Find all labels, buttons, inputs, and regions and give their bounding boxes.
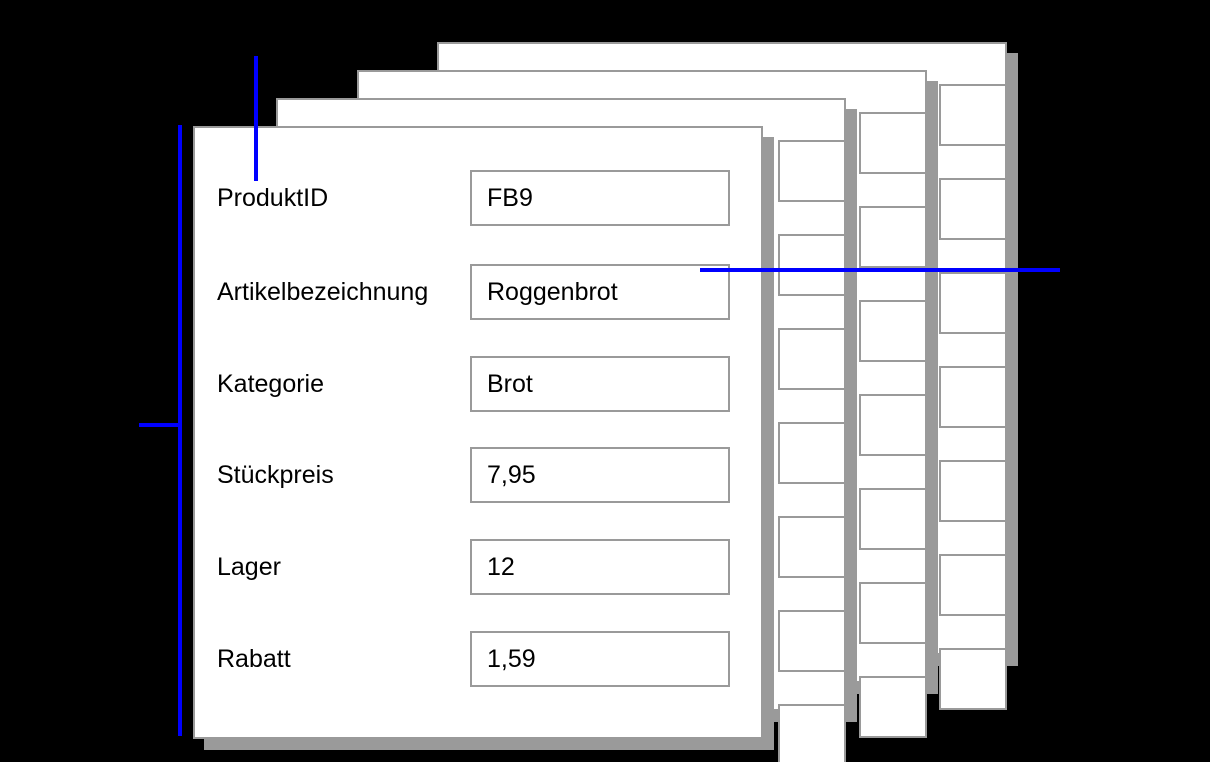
ghost-field-box xyxy=(778,140,846,202)
ghost-field-box xyxy=(939,460,1007,522)
field-input-artikelbezeichnung[interactable]: Roggenbrot xyxy=(470,264,730,320)
field-value-stueckpreis: 7,95 xyxy=(487,460,536,489)
record-form: ProduktID FB9 Artikelbezeichnung Roggenb… xyxy=(195,128,761,737)
ghost-field-box xyxy=(778,234,846,296)
ghost-field-box xyxy=(939,366,1007,428)
field-input-lager[interactable]: 12 xyxy=(470,539,730,595)
form-row-produktid: ProduktID FB9 xyxy=(217,170,739,226)
ghost-field-box xyxy=(939,272,1007,334)
field-label-stueckpreis: Stückpreis xyxy=(217,460,334,489)
field-input-produktid[interactable]: FB9 xyxy=(470,170,730,226)
annotation-line-right-pointer xyxy=(700,268,1060,272)
field-input-rabatt[interactable]: 1,59 xyxy=(470,631,730,687)
ghost-field-box xyxy=(859,582,927,644)
form-row-kategorie: Kategorie Brot xyxy=(217,356,739,412)
field-value-rabatt: 1,59 xyxy=(487,644,536,673)
annotation-line-left-bracket xyxy=(178,125,182,736)
ghost-field-box xyxy=(939,178,1007,240)
field-value-produktid: FB9 xyxy=(487,183,533,212)
ghost-field-box xyxy=(778,516,846,578)
field-input-stueckpreis[interactable]: 7,95 xyxy=(470,447,730,503)
ghost-field-box xyxy=(778,328,846,390)
ghost-field-box xyxy=(859,676,927,738)
field-label-rabatt: Rabatt xyxy=(217,644,291,673)
ghost-field-box xyxy=(859,300,927,362)
form-row-artikelbezeichnung: Artikelbezeichnung Roggenbrot xyxy=(217,264,739,320)
field-value-artikelbezeichnung: Roggenbrot xyxy=(487,277,618,306)
ghost-field-box xyxy=(939,648,1007,710)
record-card-front[interactable]: ProduktID FB9 Artikelbezeichnung Roggenb… xyxy=(193,126,763,739)
ghost-field-box xyxy=(778,610,846,672)
ghost-field-box xyxy=(939,84,1007,146)
field-value-kategorie: Brot xyxy=(487,369,533,398)
field-input-kategorie[interactable]: Brot xyxy=(470,356,730,412)
form-row-rabatt: Rabatt 1,59 xyxy=(217,631,739,687)
field-label-kategorie: Kategorie xyxy=(217,369,325,398)
field-label-produktid: ProduktID xyxy=(217,183,329,212)
ghost-field-box xyxy=(859,394,927,456)
ghost-field-box xyxy=(859,488,927,550)
ghost-field-box xyxy=(939,554,1007,616)
form-row-lager: Lager 12 xyxy=(217,539,739,595)
field-label-lager: Lager xyxy=(217,552,281,581)
ghost-field-box xyxy=(778,704,846,762)
annotation-tick-left xyxy=(139,423,182,427)
ghost-field-box xyxy=(859,112,927,174)
ghost-field-box xyxy=(778,422,846,484)
field-label-artikelbezeichnung: Artikelbezeichnung xyxy=(217,277,429,306)
ghost-field-box xyxy=(859,206,927,268)
form-row-stueckpreis: Stückpreis 7,95 xyxy=(217,447,739,503)
field-value-lager: 12 xyxy=(487,552,515,581)
annotation-line-top-pointer xyxy=(254,56,258,181)
